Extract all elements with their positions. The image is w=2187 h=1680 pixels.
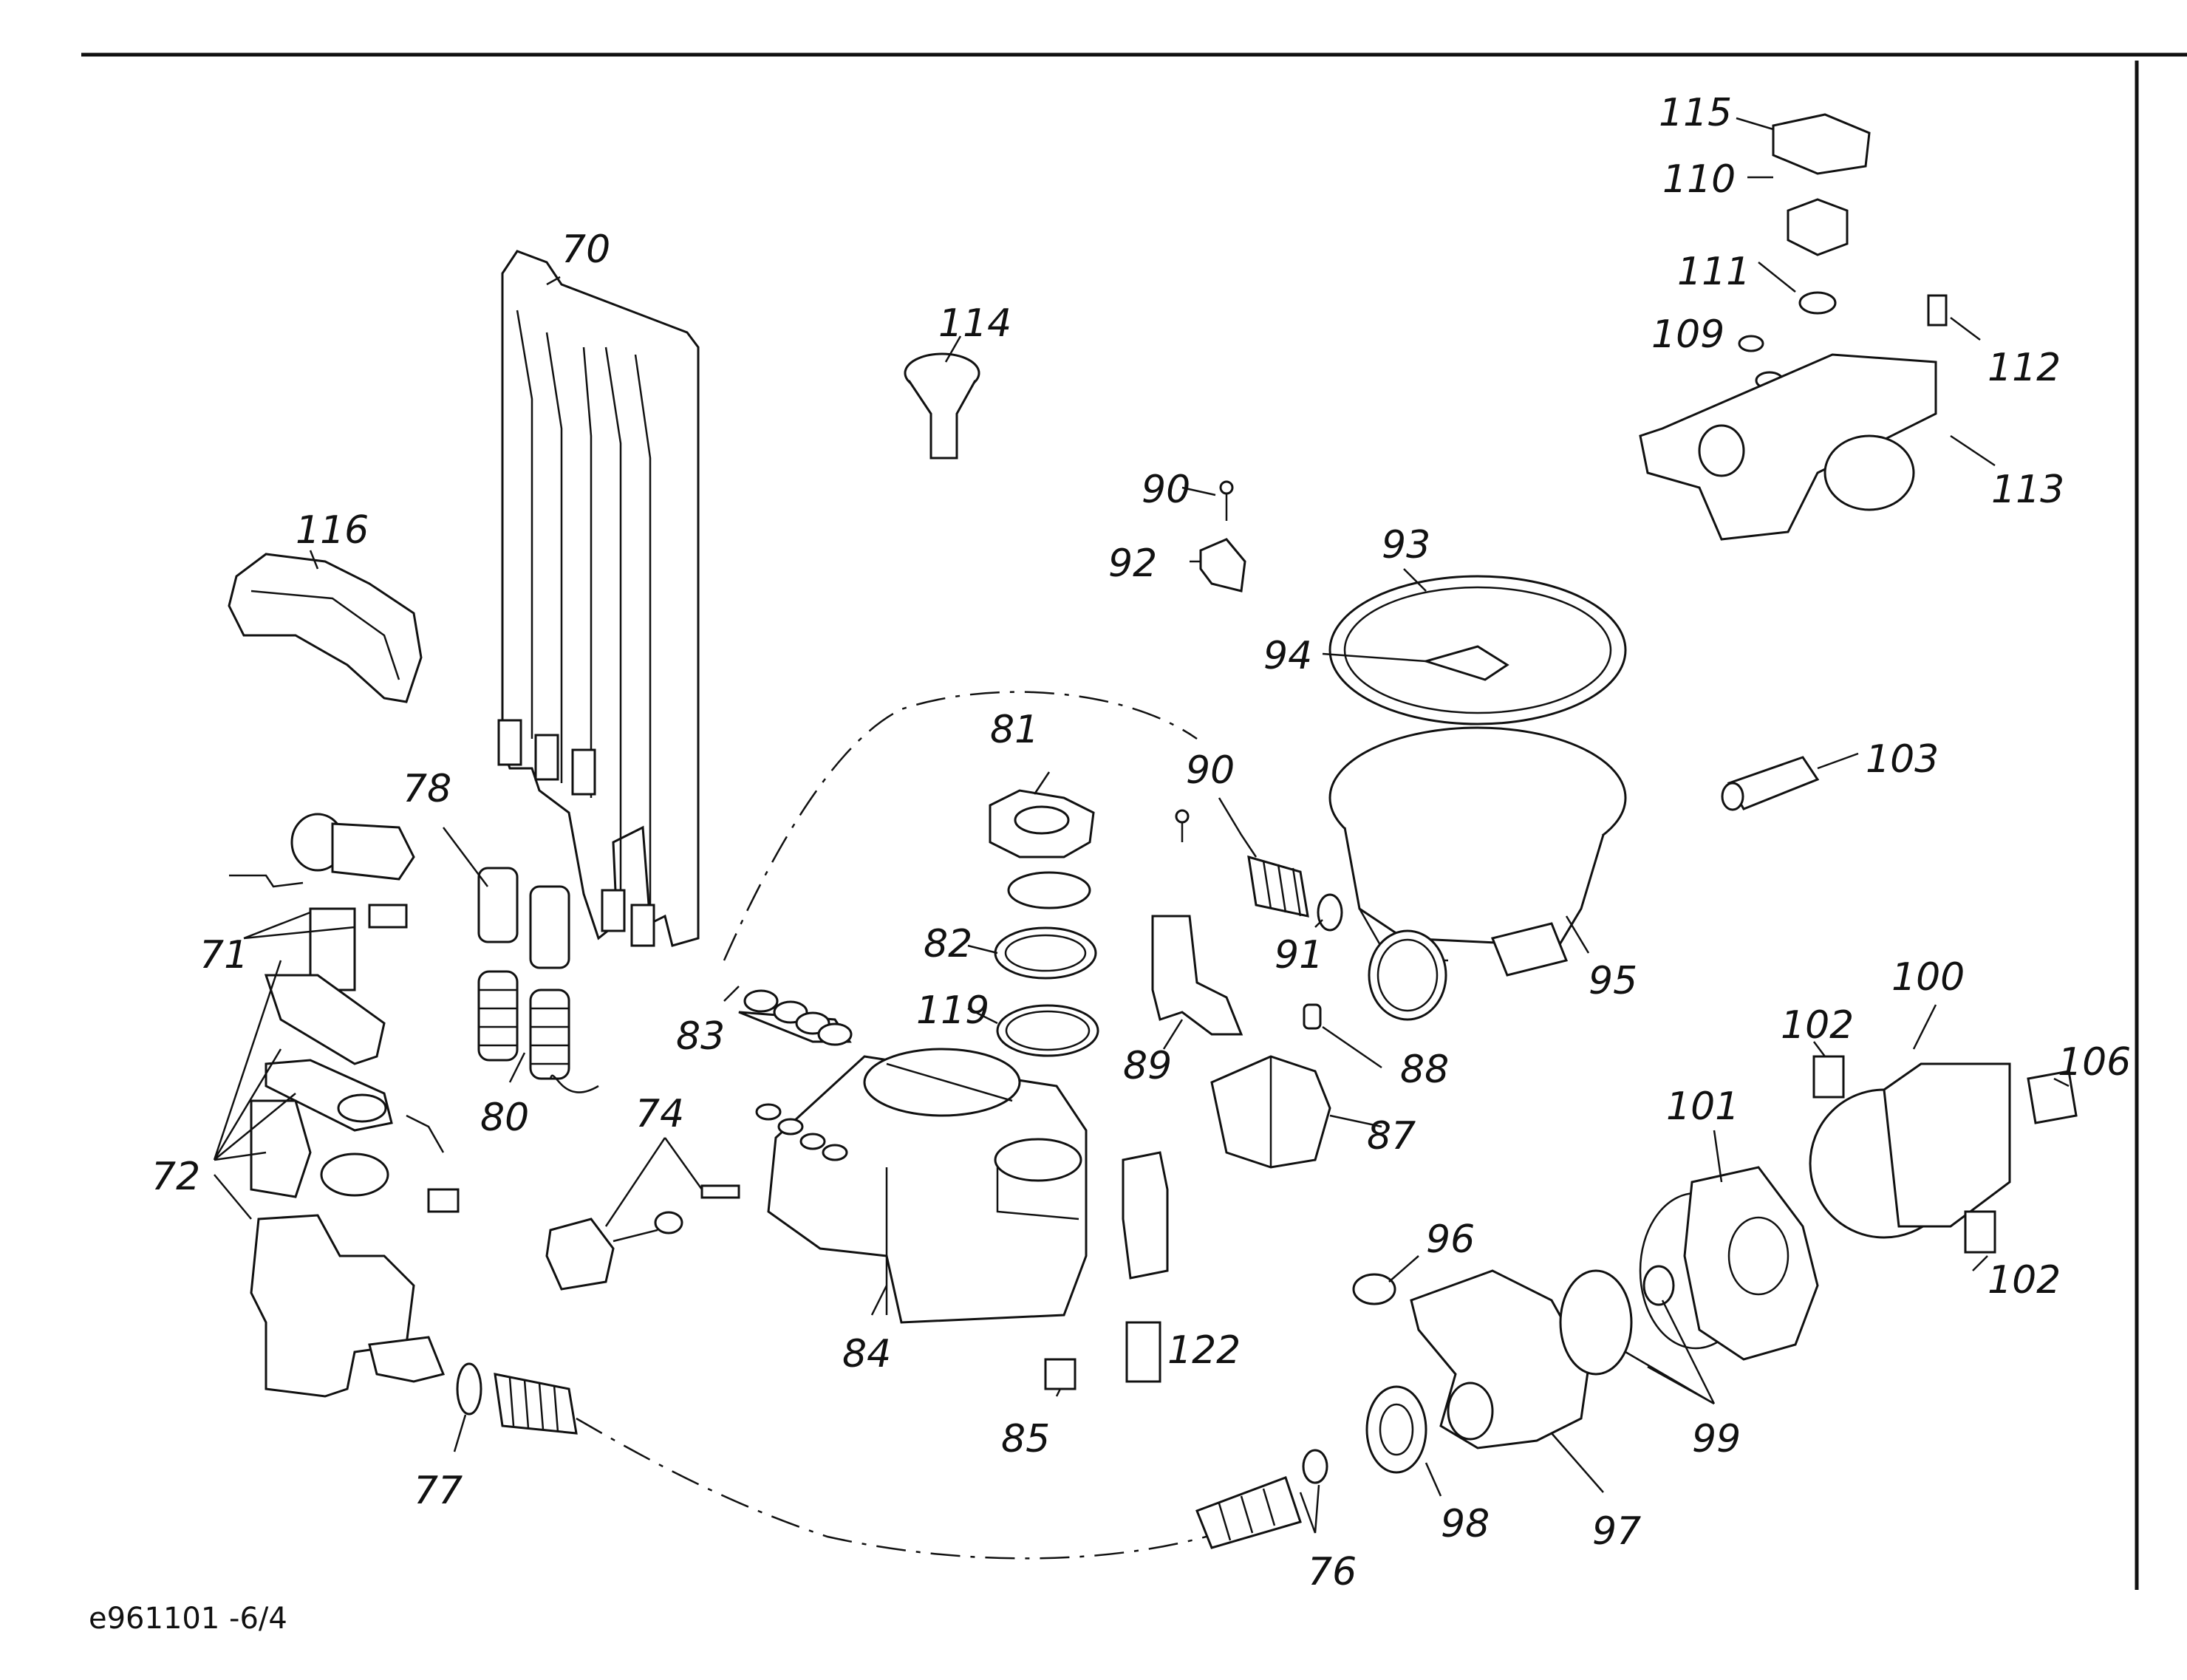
label-112: 112 (1988, 346, 2061, 390)
label-111: 111 (1677, 250, 1750, 294)
label-97: 97 (1592, 1509, 1641, 1554)
part-labels: 70 114 116 71 72 78 80 74 77 76 83 84 81… (151, 91, 2131, 1594)
part-85-clip (1044, 1358, 1077, 1390)
label-77: 77 (414, 1469, 463, 1513)
document-reference: e961101 -6/4 (89, 1602, 287, 1636)
label-102-upper: 102 (1781, 1003, 1854, 1048)
label-115: 115 (1659, 91, 1732, 135)
label-122: 122 (1167, 1328, 1241, 1373)
part-84-dispenser (755, 1048, 1088, 1324)
part-78-cylinders (477, 867, 570, 969)
part-103-heater-sensor (1721, 756, 1820, 811)
label-87: 87 (1367, 1114, 1416, 1158)
part-90-92-screw-bracket (1175, 480, 1246, 842)
label-90-mid: 90 (1186, 748, 1235, 793)
label-76: 76 (1308, 1550, 1357, 1594)
label-95: 95 (1589, 959, 1637, 1003)
label-74: 74 (635, 1092, 684, 1136)
label-106: 106 (2058, 1040, 2131, 1085)
label-89: 89 (1123, 1044, 1172, 1088)
part-89-bracket (1151, 915, 1243, 1036)
label-81: 81 (990, 708, 1039, 752)
part-74-valve (545, 1184, 740, 1291)
label-93: 93 (1382, 523, 1430, 567)
part-109-115-valve-block (1639, 113, 1948, 541)
leader-lines (213, 117, 2070, 1534)
label-92: 92 (1108, 542, 1157, 586)
label-83: 83 (676, 1014, 725, 1059)
label-100: 100 (1891, 955, 1965, 1000)
part-93-94-95-sump (1328, 575, 1627, 1021)
part-82-ring (994, 871, 1097, 980)
part-87-pump-motor (1210, 1055, 1331, 1169)
part-83-tabs (738, 989, 853, 1046)
label-102-lower: 102 (1988, 1258, 2061, 1302)
routing-line-lower (576, 1417, 1220, 1560)
label-119: 119 (916, 988, 989, 1033)
label-103: 103 (1866, 737, 1939, 782)
label-90-top: 90 (1142, 468, 1190, 512)
part-77-76-hoses (456, 1362, 1328, 1549)
part-91-hose (1247, 855, 1343, 932)
label-91: 91 (1275, 933, 1323, 977)
label-99: 99 (1692, 1417, 1741, 1461)
label-85: 85 (1001, 1417, 1050, 1461)
part-114-funnel (904, 352, 980, 460)
label-84: 84 (842, 1332, 891, 1376)
label-70: 70 (562, 228, 610, 272)
label-82: 82 (924, 922, 972, 966)
part-119-seal (996, 1004, 1099, 1057)
part-80-springs (477, 970, 599, 1093)
part-96-106-pump (1352, 1055, 2078, 1474)
label-72: 72 (151, 1155, 200, 1199)
part-81-cap (989, 789, 1095, 858)
label-110: 110 (1662, 157, 1736, 202)
part-122-sensor (1122, 1151, 1169, 1383)
label-113: 113 (1991, 468, 2064, 512)
label-98: 98 (1441, 1502, 1490, 1546)
label-80: 80 (480, 1096, 529, 1140)
label-96: 96 (1426, 1218, 1475, 1262)
routing-line-upper (723, 691, 1198, 961)
label-101: 101 (1666, 1085, 1739, 1129)
part-70-manifold (497, 250, 700, 947)
label-71: 71 (199, 933, 248, 977)
part-116-cover (228, 553, 423, 703)
label-94: 94 (1263, 634, 1312, 678)
label-109: 109 (1651, 313, 1724, 357)
part-88-clip (1303, 1003, 1322, 1030)
label-78: 78 (403, 767, 451, 811)
label-116: 116 (296, 508, 369, 553)
part-71-72-valve-assembly (229, 813, 460, 1398)
label-114: 114 (938, 301, 1011, 346)
label-88: 88 (1400, 1048, 1449, 1092)
